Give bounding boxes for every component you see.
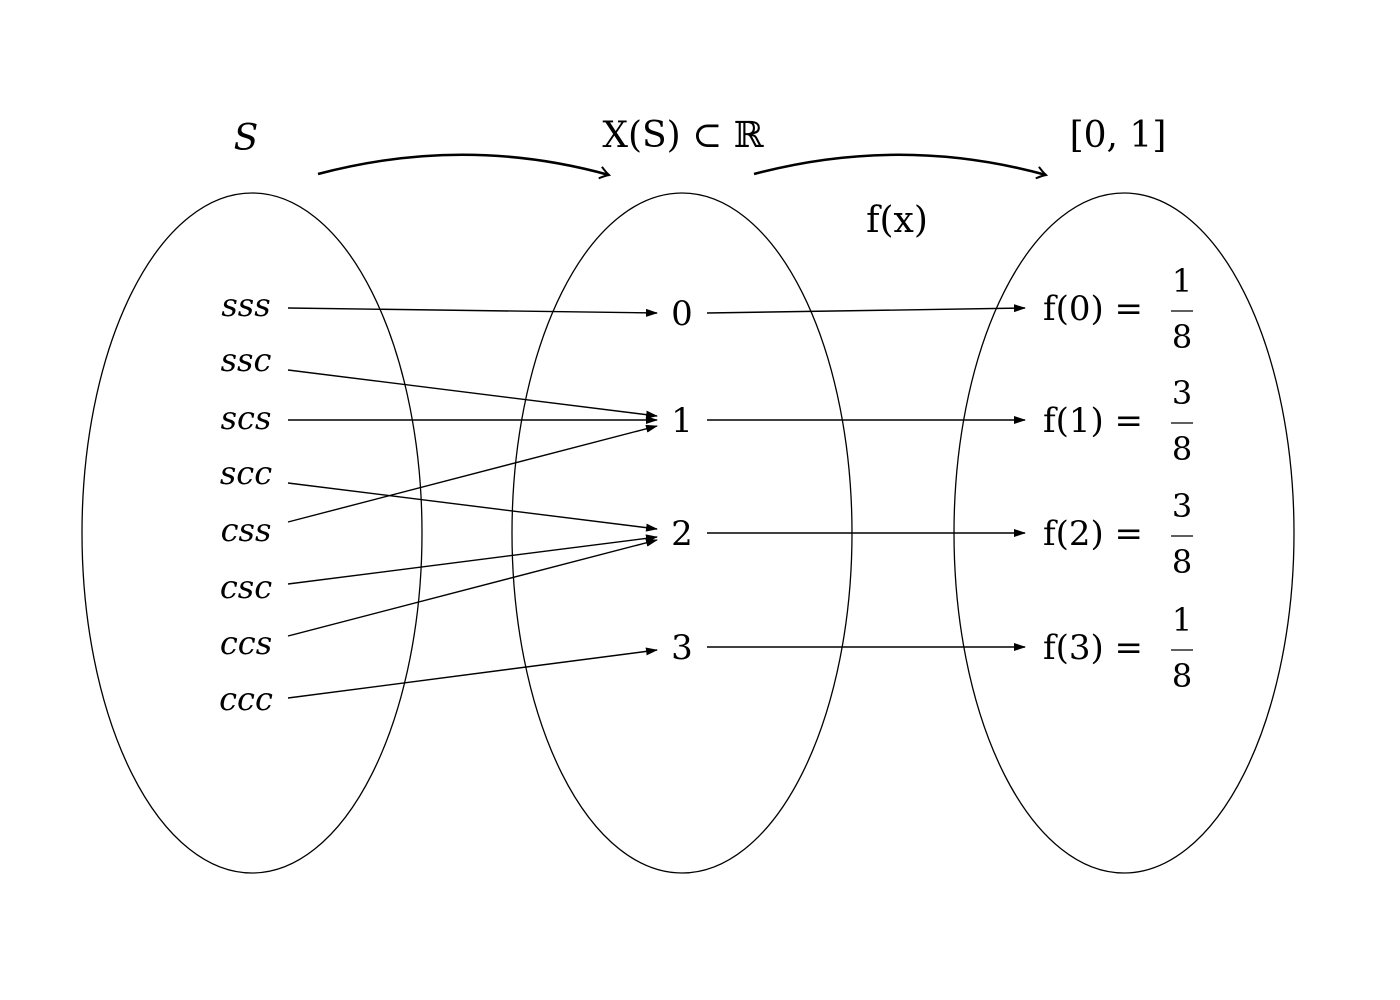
arrow-sss-to-0: [287, 307, 658, 317]
outcome-scs: scs: [221, 399, 272, 437]
probability-lhs: f(0) =: [1043, 289, 1143, 329]
sample-space-ellipse: [81, 192, 423, 874]
value-2: 2: [671, 514, 693, 554]
value-0: 0: [671, 294, 693, 334]
outcome-ssc: ssc: [221, 341, 272, 379]
fraction-denominator: 8: [1172, 430, 1192, 468]
arrow-css-to-1: [287, 424, 658, 523]
probability-f3: f(3) = 1 8: [1043, 601, 1193, 695]
outcome-csc: csc: [220, 568, 272, 606]
fraction-denominator: 8: [1172, 318, 1192, 356]
probability-lhs: f(3) =: [1043, 628, 1143, 668]
outcome-sss: sss: [221, 286, 270, 324]
probability-f1: f(1) = 3 8: [1043, 374, 1193, 468]
fraction-numerator: 3: [1172, 487, 1192, 525]
probability-range-title: [0, 1]: [1070, 115, 1167, 156]
arrow-value-0-to-probability: [706, 304, 1026, 314]
fraction-numerator: 3: [1172, 374, 1192, 412]
value-1: 1: [671, 401, 693, 441]
outcome-ccc: ccc: [219, 680, 273, 718]
probability-lhs: f(2) =: [1043, 514, 1143, 554]
sample-space-title: S: [234, 118, 259, 159]
arrow-ccs-to-2: [287, 538, 658, 637]
fraction-denominator: 8: [1172, 543, 1192, 581]
outcome-ccs: ccs: [220, 624, 272, 662]
arrow-ssc-to-1: [287, 369, 658, 419]
arrow-ccc-to-3: [287, 647, 658, 699]
probability-lhs: f(1) =: [1043, 401, 1143, 441]
fraction-numerator: 1: [1172, 262, 1192, 300]
range-title: X(S) ⊂ ℝ: [602, 115, 764, 156]
outcome-scc: scc: [220, 454, 272, 492]
value-3: 3: [671, 628, 693, 668]
outcome-css: css: [221, 511, 272, 549]
arrow-scc-to-2: [287, 482, 658, 532]
probability-f0: f(0) = 1 8: [1043, 262, 1193, 356]
function-label: f(x): [866, 200, 928, 241]
probability-f2: f(2) = 3 8: [1043, 487, 1193, 581]
curved-arrow-s-to-x: [317, 153, 609, 175]
fraction-denominator: 8: [1172, 657, 1192, 695]
arrow-csc-to-2: [287, 534, 658, 585]
curved-arrow-x-to-f: [753, 153, 1046, 175]
fraction-numerator: 1: [1172, 601, 1192, 639]
